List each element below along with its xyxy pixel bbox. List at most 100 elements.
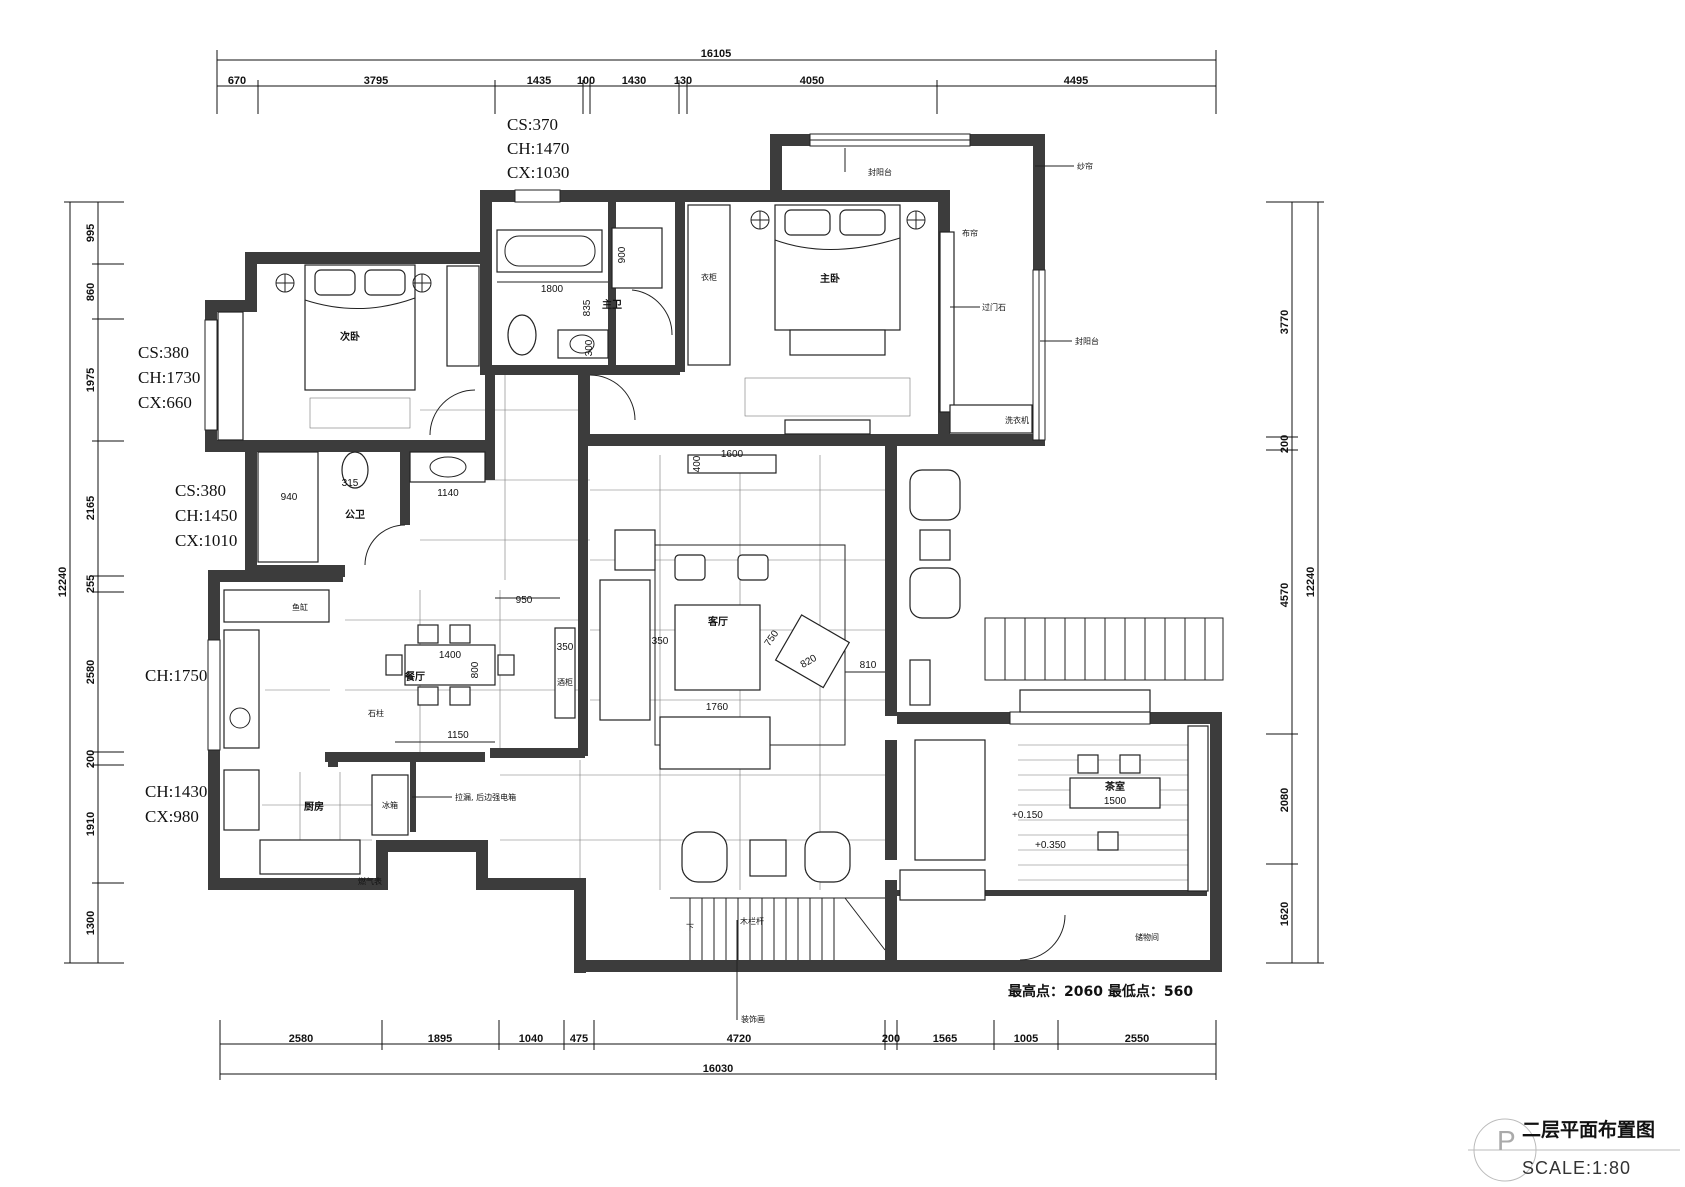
- dining-table: [385, 624, 515, 706]
- sofa-1760-dim: 1760: [706, 702, 729, 713]
- tea-stool-1: [1077, 754, 1099, 774]
- callout-top-cx: CX:1030: [507, 163, 569, 182]
- master-bedroom-door[interactable]: [589, 374, 636, 421]
- bath-300-dim: 300: [584, 339, 595, 356]
- tea-table: [1069, 777, 1161, 809]
- callout-kitchen-ch: CH:1430: [145, 782, 207, 801]
- master-toilet: [507, 314, 537, 356]
- table-800-dim: 800: [470, 661, 481, 678]
- stone-pillar-label: 石柱: [368, 708, 384, 718]
- left-total-dim: 12240: [57, 567, 69, 598]
- ottoman-1: [674, 554, 706, 581]
- callout-dining-ch: CH:1750: [145, 666, 207, 685]
- left-dim-7: 200: [85, 750, 97, 768]
- side-table: [614, 529, 656, 571]
- wine-cabinet-2: [909, 659, 931, 706]
- tea-chair-2: [804, 831, 851, 883]
- bottom-dim-1: 2580: [289, 1033, 313, 1045]
- sink-round: [229, 707, 251, 729]
- drawing-title: 二层平面布置图: [1522, 1118, 1655, 1141]
- windows: [204, 133, 1151, 751]
- second-bedroom-door[interactable]: [429, 389, 476, 436]
- right-dim-4: 2080: [1279, 788, 1291, 812]
- threshold-label: 过门石: [982, 302, 1006, 312]
- wc-315-dim: 315: [342, 478, 359, 489]
- top-dim-7: 4050: [800, 75, 824, 87]
- dining-sideboard: [223, 589, 330, 623]
- tea-chair-1: [681, 831, 728, 883]
- left-dim-5: 255: [85, 575, 97, 593]
- armchair-table: [919, 529, 951, 561]
- left-dim-9: 1300: [85, 911, 97, 935]
- bottom-dim-8: 1005: [1014, 1033, 1038, 1045]
- second-closet: [446, 265, 480, 367]
- drawing-scale: SCALE:1:80: [1522, 1158, 1631, 1178]
- master-bedroom-label: 主卧: [820, 272, 840, 285]
- bottom-dimension-chain: [219, 1020, 1217, 1080]
- bottom-dim-2: 1895: [428, 1033, 452, 1045]
- callout-bath-ch: CH:1450: [175, 506, 237, 525]
- height-info: 最高点：2060 最低点：560: [1008, 983, 1193, 1000]
- entry-bench: [914, 739, 986, 861]
- right-dim-1: 3770: [1279, 310, 1291, 334]
- wine-cabinet: [554, 627, 576, 719]
- bottom-dim-4: 475: [570, 1033, 588, 1045]
- second-bedroom-label: 次卧: [340, 330, 360, 343]
- master-rug: [744, 377, 911, 417]
- public-toilet: [341, 451, 369, 489]
- callout-kitchen-cx: CX:980: [145, 807, 199, 826]
- level-1: +0.150: [1012, 810, 1043, 821]
- level-2: +0.350: [1035, 840, 1066, 851]
- callout-bed2-cs: CS:380: [138, 343, 189, 362]
- wc-940-dim: 940: [281, 492, 298, 503]
- second-rug: [309, 397, 411, 429]
- top-dim-3: 1435: [527, 75, 551, 87]
- callout-bath-cs: CS:380: [175, 481, 226, 500]
- top-total-dim: 16105: [701, 48, 732, 60]
- right-dim-3: 4570: [1279, 583, 1291, 607]
- right-dimension-chain: [1266, 201, 1324, 964]
- dining-1150-dim: 1150: [447, 730, 469, 741]
- storage-label: 储物间: [1135, 932, 1159, 942]
- dining-counter: [223, 629, 260, 749]
- tv-400-dim: 400: [692, 455, 703, 472]
- left-dim-1: 995: [85, 224, 97, 242]
- tea-1500-dim: 1500: [1104, 796, 1127, 807]
- threshold-strip: [939, 231, 955, 413]
- stairs-bottom: [670, 897, 886, 960]
- shower-area: [611, 227, 663, 289]
- washer-label: 洗衣机: [1005, 415, 1029, 425]
- living-label: 客厅: [707, 615, 728, 628]
- top-dim-4: 100: [577, 75, 595, 87]
- bottom-dim-9: 2550: [1125, 1033, 1149, 1045]
- title-block-letter: P: [1497, 1125, 1516, 1156]
- callout-bed2-ch: CH:1730: [138, 368, 200, 387]
- tv-1600-dim: 1600: [721, 449, 744, 460]
- bottom-dim-6: 200: [882, 1033, 900, 1045]
- storage-door[interactable]: [1019, 914, 1066, 961]
- callout-bath-cx: CX:1010: [175, 531, 237, 550]
- storage-cabinet: [899, 869, 986, 901]
- kitchen-label: 厨房: [304, 800, 324, 813]
- master-bath-door[interactable]: [631, 289, 673, 336]
- sofa-left: [599, 579, 651, 721]
- kitchen-stove: [259, 839, 361, 875]
- ottoman-2: [737, 554, 769, 581]
- top-dimension-chain: [216, 50, 1217, 114]
- sheer-curtain-label: 纱帘: [1077, 161, 1093, 171]
- left-dim-3: 1975: [85, 368, 97, 392]
- tea-room-label: 茶室: [1104, 780, 1125, 793]
- public-basin-bowl: [429, 456, 467, 478]
- master-bed: [750, 204, 926, 356]
- coffee-table: [674, 604, 761, 691]
- public-bath-door[interactable]: [364, 524, 406, 566]
- tea-side-table: [749, 839, 787, 877]
- sofa-350-dim: 350: [652, 636, 669, 647]
- table-1400-dim: 1400: [439, 650, 462, 661]
- title-block: P: [1468, 1118, 1680, 1182]
- left-dimension-chain: [64, 201, 124, 964]
- left-dim-6: 2580: [85, 660, 97, 684]
- kitchen-sink: [223, 769, 260, 831]
- public-bath-label: 公卫: [345, 509, 365, 521]
- stairs-right: [984, 617, 1224, 681]
